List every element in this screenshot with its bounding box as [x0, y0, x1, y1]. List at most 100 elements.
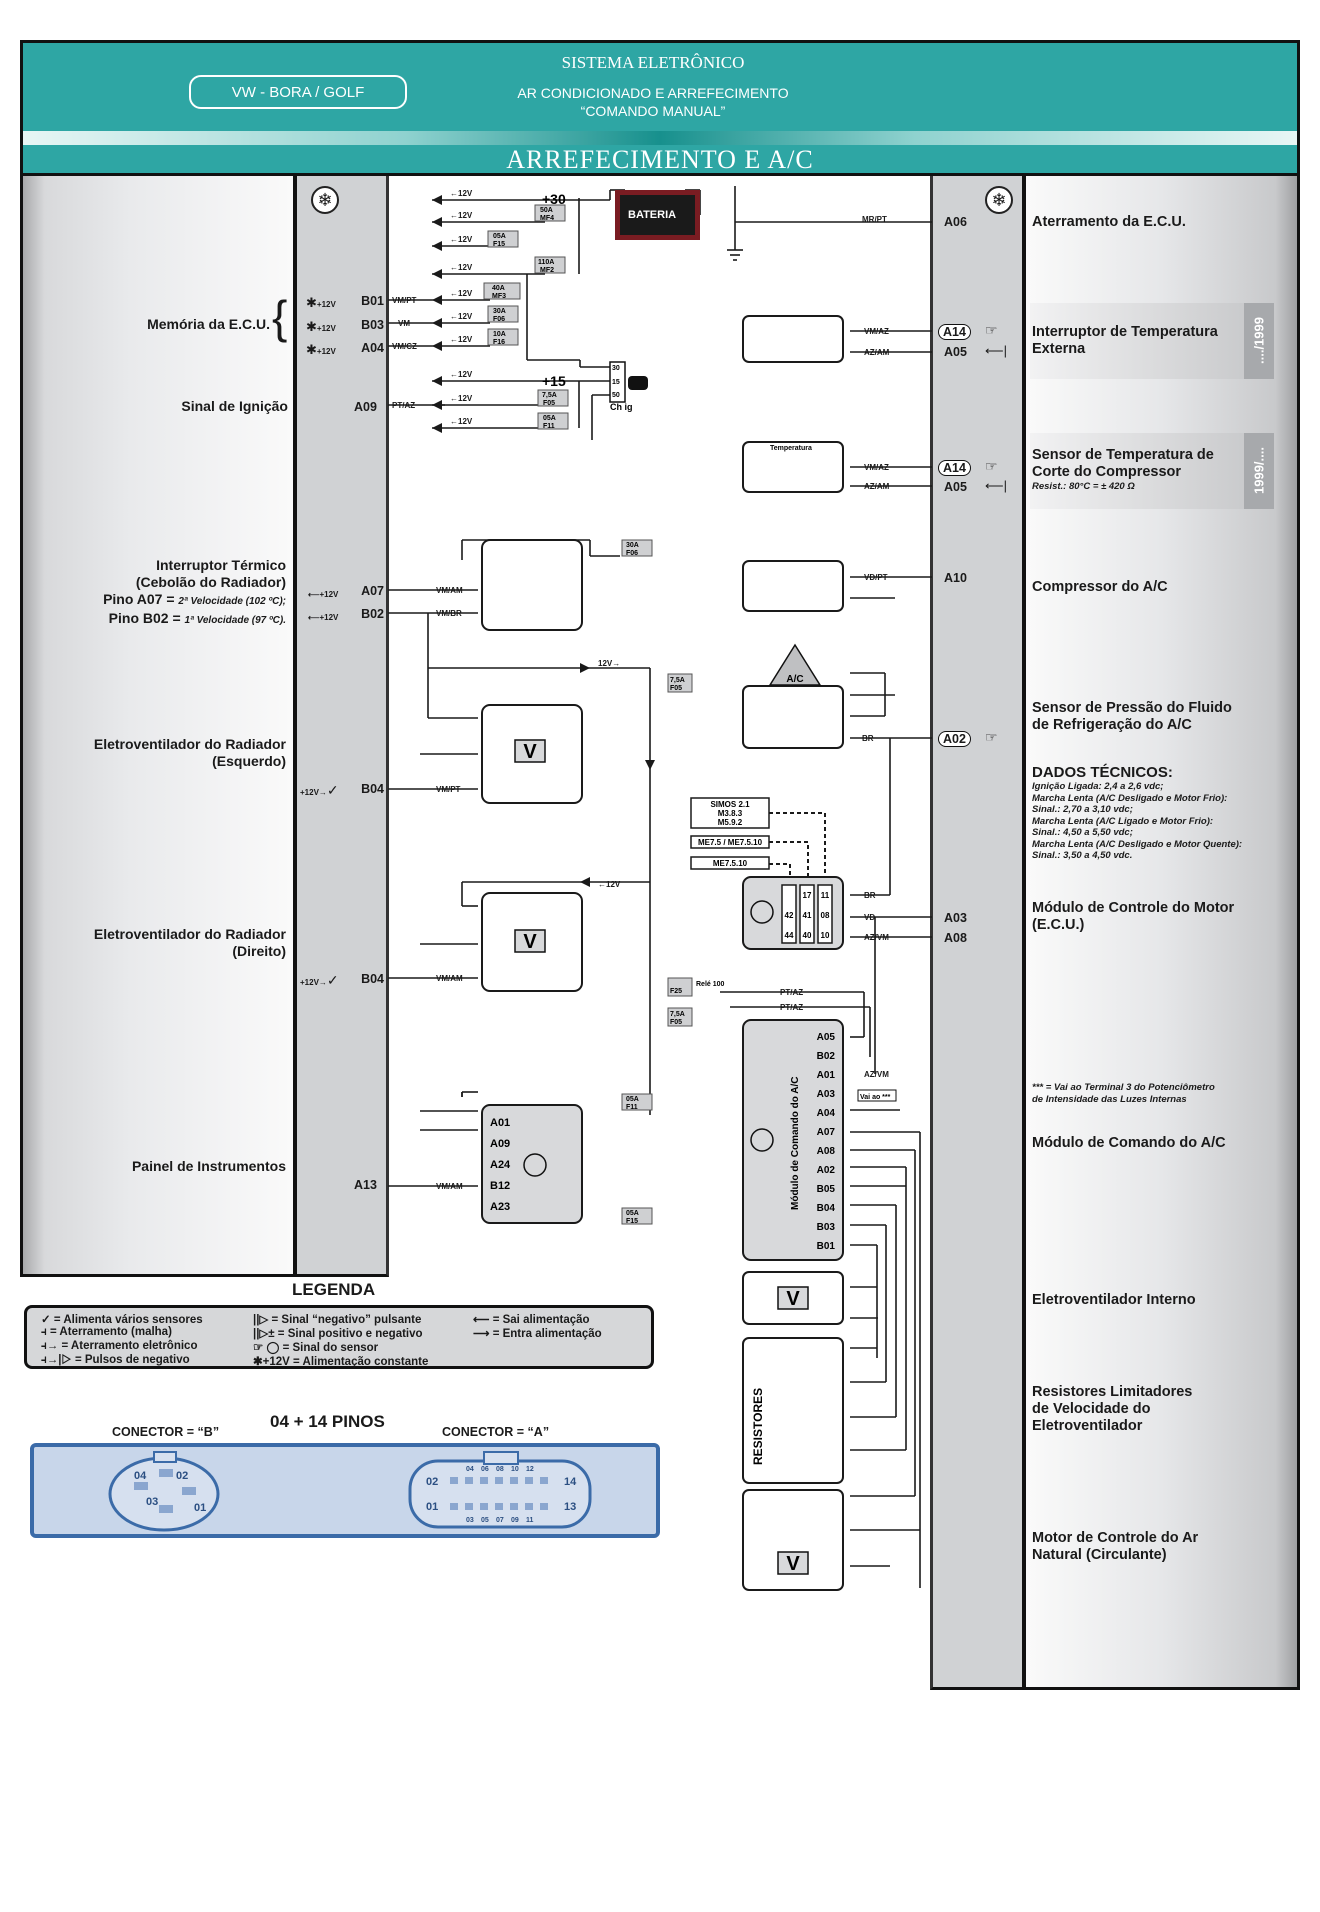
- svg-text:VD/PT: VD/PT: [864, 573, 888, 582]
- right-label-panel: [1026, 176, 1300, 1690]
- svg-text:02: 02: [176, 1470, 188, 1482]
- svg-text:06: 06: [481, 1466, 489, 1473]
- svg-text:30: 30: [612, 365, 620, 372]
- ecu-variant-me75: [690, 835, 770, 849]
- svg-text:11: 11: [821, 891, 830, 900]
- snowflake-icon: ❄: [311, 186, 339, 214]
- svg-text:VM/PT: VM/PT: [392, 296, 417, 305]
- legend-item: ||▷ = Sinal “negativo” pulsante: [253, 1314, 422, 1326]
- legend-item: ⫞ = Aterramento (malha): [41, 1326, 172, 1338]
- vai-ao-label: Vai ao ***: [860, 1094, 891, 1101]
- svg-text:ME7.5.10: ME7.5.10: [713, 859, 748, 868]
- svg-text:F05: F05: [670, 1019, 682, 1026]
- note-asteriscos: *** = Vai ao Terminal 3 do Potenciômetro…: [1032, 1082, 1215, 1105]
- electronic-ground-icon: ⟵|: [985, 478, 1008, 493]
- left-pin-a07: ⟵+12V A07: [308, 584, 384, 599]
- right-pin-a10: A10: [944, 571, 967, 585]
- svg-text:←12V: ←12V: [450, 312, 473, 321]
- instrument-panel-box: [481, 1104, 583, 1224]
- svg-text:VM/PT: VM/PT: [436, 785, 461, 794]
- svg-text:09: 09: [511, 1517, 519, 1524]
- svg-text:←12V: ←12V: [450, 370, 473, 379]
- system-subtitle-2: “COMANDO MANUAL”: [580, 103, 726, 119]
- legend-item: ✓ = Alimenta vários sensores: [41, 1314, 203, 1326]
- asterisk-icon: ✱: [306, 342, 317, 357]
- svg-text:VM: VM: [398, 319, 410, 328]
- row-interruptor-externa: [1030, 303, 1274, 379]
- legend-box: ✓ = Alimenta vários sensores ||▷ = Sinal…: [24, 1305, 654, 1369]
- right-pin-a08: A08: [944, 931, 967, 945]
- fan-left-letter: V: [523, 741, 537, 763]
- row-sensor-corte: [1030, 433, 1274, 509]
- svg-text:04: 04: [466, 1466, 474, 1473]
- svg-text:SIMOS 2.1: SIMOS 2.1: [710, 800, 750, 809]
- battery: BATERIA: [615, 190, 700, 240]
- resistors-vertical-label: RESISTORES: [751, 1388, 765, 1465]
- external-temp-switch-box: [742, 315, 844, 363]
- model-badge: VW - BORA / GOLF: [189, 75, 407, 109]
- svg-text:AZ/VM: AZ/VM: [864, 933, 889, 942]
- brace-icon: {: [272, 291, 288, 343]
- left-pin-b04-esq: +12V→✓ B04: [300, 782, 384, 798]
- svg-text:PT/AZ: PT/AZ: [780, 1003, 803, 1012]
- right-pin-a05: A05: [944, 345, 967, 359]
- svg-text:PT/AZ: PT/AZ: [392, 401, 415, 410]
- left-pin-b03: ✱+12V B03: [306, 318, 384, 334]
- svg-text:7,5A: 7,5A: [670, 1011, 685, 1018]
- left-pin-a09: A09: [354, 400, 377, 414]
- left-pin-b04-dir: +12V→✓ B04: [300, 972, 384, 988]
- right-pin-a02: A02: [938, 731, 971, 747]
- asterisk-icon: ✱: [306, 319, 317, 334]
- svg-text:BR: BR: [864, 891, 876, 900]
- air-motor-letter: V: [786, 1553, 800, 1575]
- svg-text:10: 10: [511, 1466, 519, 1473]
- fan-right-letter: V: [523, 931, 537, 953]
- svg-text:B02: B02: [817, 1051, 836, 1062]
- svg-text:A/C: A/C: [786, 674, 803, 685]
- svg-text:F05: F05: [543, 400, 555, 407]
- pressure-sensor-box: [742, 685, 844, 749]
- label-eletroventilador-direito: Eletroventilador do Radiador(Direito): [93, 926, 286, 959]
- label-interruptor-termico: Interruptor Térmico (Cebolão do Radiador…: [103, 557, 286, 626]
- check-icon: ✓: [326, 972, 339, 988]
- svg-text:←12V: ←12V: [598, 880, 621, 889]
- svg-text:02: 02: [426, 1476, 438, 1488]
- svg-text:F11: F11: [626, 1104, 638, 1111]
- svg-text:B01: B01: [817, 1241, 836, 1252]
- svg-text:7,5A: 7,5A: [542, 392, 557, 399]
- pointing-hand-icon: ☞: [985, 322, 998, 338]
- svg-text:10: 10: [821, 931, 830, 940]
- compressor-box: [742, 560, 844, 612]
- svg-text:B03: B03: [817, 1222, 836, 1233]
- svg-text:AZ/VM: AZ/VM: [864, 1070, 889, 1079]
- connector-title: 04 + 14 PINOS: [270, 1412, 385, 1431]
- svg-text:F16: F16: [493, 339, 505, 346]
- legend-item: ⟵ = Sai alimentação: [473, 1314, 590, 1326]
- svg-text:12: 12: [526, 1466, 534, 1473]
- asterisk-icon: ✱: [306, 295, 317, 310]
- svg-text:B04: B04: [817, 1203, 836, 1214]
- label-sinal-ignicao: Sinal de Ignição: [181, 398, 288, 414]
- svg-text:MF4: MF4: [540, 215, 554, 222]
- ignition-switch: [609, 361, 626, 403]
- svg-text:VM/BR: VM/BR: [436, 609, 462, 618]
- header-banner: VW - BORA / GOLF SISTEMA ELETRÔNICO AR C…: [20, 40, 1300, 176]
- right-pin-a06: A06: [944, 215, 967, 229]
- transistor-icon: [750, 900, 774, 924]
- label-eletro-interno: Eletroventilador Interno: [1032, 1292, 1196, 1308]
- connector-a-label: CONECTOR = “A”: [442, 1425, 550, 1439]
- svg-text:PT/AZ: PT/AZ: [780, 988, 803, 997]
- svg-text:F25: F25: [670, 988, 682, 995]
- svg-text:A03: A03: [817, 1089, 836, 1100]
- legend-item: ✱+12V = Alimentação constante: [253, 1356, 429, 1368]
- svg-text:VM/CZ: VM/CZ: [392, 342, 417, 351]
- label-memoria-ecu: Memória da E.C.U.: [147, 316, 270, 332]
- air-motor-box: [742, 1489, 844, 1591]
- svg-text:VM/AM: VM/AM: [436, 586, 463, 595]
